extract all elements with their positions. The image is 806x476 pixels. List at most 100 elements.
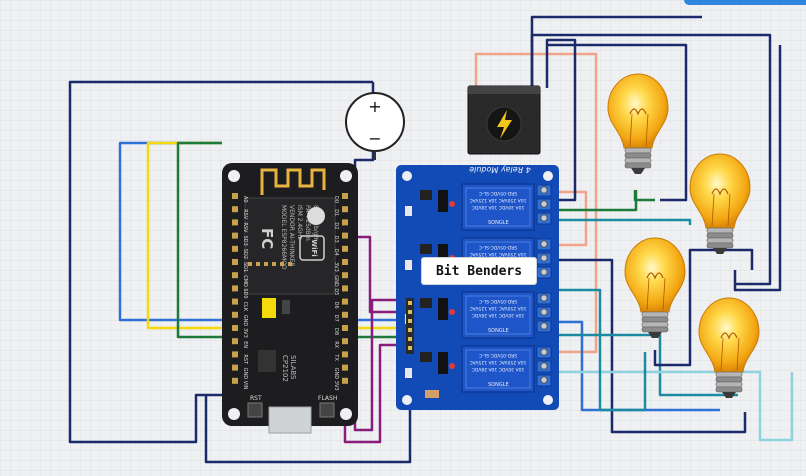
- esp8266-board[interactable]: FC MODEL ESP8266MOD VENDOR AI-THINKER IS…: [222, 163, 358, 434]
- flash-button[interactable]: [319, 402, 335, 418]
- esp-right-pin-label: GND: [333, 368, 339, 380]
- relay-spec-text: 10A 250VAC 10A 125VAC: [470, 251, 527, 257]
- light-bulb[interactable]: [689, 153, 751, 254]
- light-bulb[interactable]: [624, 237, 686, 338]
- bulb-base: [624, 157, 652, 164]
- esp-left-pin-label: SD2: [242, 249, 248, 259]
- esp-right-pin[interactable]: [342, 193, 348, 199]
- bulb-base: [641, 321, 669, 328]
- wire-navy-right-1[interactable]: [530, 33, 772, 286]
- esp-left-pin[interactable]: [232, 311, 238, 318]
- esp-model-text: MODEL ESP8266MOD: [280, 205, 287, 270]
- esp-left-pin-label: SD3: [242, 236, 248, 246]
- light-bulbs: [607, 73, 760, 398]
- smd-resistor: [405, 260, 412, 270]
- battery-minus-label: −: [368, 129, 381, 148]
- wire-teal-relay[interactable]: [555, 218, 692, 225]
- esp-left-pin[interactable]: [232, 245, 238, 252]
- bulb-base: [715, 381, 743, 388]
- power-supply[interactable]: [467, 85, 541, 155]
- esp-left-pin[interactable]: [232, 272, 238, 279]
- esp-right-pin-label: D5: [333, 288, 339, 295]
- bulb-tip: [631, 168, 645, 174]
- esp-right-pin[interactable]: [342, 219, 348, 226]
- esp-left-pin[interactable]: [232, 351, 238, 358]
- esp-right-pin[interactable]: [342, 351, 348, 358]
- usb-port[interactable]: [268, 406, 312, 434]
- wire-navy-left-loop[interactable]: [68, 80, 373, 444]
- esp-right-pin[interactable]: [342, 364, 348, 371]
- espressif-logo-icon: [307, 207, 325, 225]
- wire-purple-1[interactable]: [355, 235, 412, 314]
- battery[interactable]: + −: [345, 92, 405, 160]
- wire-green-bulb-1[interactable]: [633, 190, 655, 202]
- esp-right-pin[interactable]: [342, 232, 348, 239]
- status-led: [449, 309, 455, 315]
- esp-right-pin-label: 3V3: [333, 262, 339, 272]
- bulb-tip: [713, 248, 727, 254]
- light-bulb[interactable]: [607, 73, 669, 174]
- bulb-base: [706, 237, 734, 244]
- wire-purple-2[interactable]: [343, 343, 412, 444]
- esp-right-pin[interactable]: [342, 338, 348, 345]
- overlay-label-text: Bit Benders: [435, 263, 523, 279]
- wire-navy-bulb-2[interactable]: [733, 45, 782, 292]
- bulb-tip: [648, 332, 662, 338]
- wire-navy-bulb-3[interactable]: [653, 248, 754, 367]
- esp-right-pin-label: GND: [333, 275, 339, 287]
- rst-button[interactable]: [247, 402, 263, 418]
- esp-left-pin-label: EN: [242, 341, 248, 348]
- wire-navy-relay-2[interactable]: [555, 258, 747, 434]
- esp-module-pads: [248, 262, 292, 266]
- songle-label: SONGLE: [488, 220, 509, 226]
- esp-vendor-text: VENDOR AI-THINKER: [288, 205, 295, 267]
- wire-navy-relay-1[interactable]: [545, 38, 577, 202]
- esp-right-pin[interactable]: [342, 259, 348, 265]
- wire-teal-bulb[interactable]: [555, 288, 647, 412]
- esp-right-pin-label: D0: [333, 196, 339, 203]
- wifi-logo-text: WiFi: [310, 239, 318, 256]
- battery-plus-label: +: [368, 97, 381, 116]
- esp-right-pin[interactable]: [342, 325, 348, 331]
- cp2102-chip: [258, 350, 276, 372]
- esp-right-pin[interactable]: [342, 298, 348, 305]
- wires: [68, 15, 794, 464]
- esp-right-pin[interactable]: [342, 377, 348, 384]
- wire-lightblue-relay[interactable]: [555, 370, 794, 442]
- esp-left-pin[interactable]: [232, 219, 238, 226]
- wire-navy-right-2[interactable]: [547, 43, 688, 202]
- esp-left-pin[interactable]: [232, 338, 238, 345]
- light-bulb[interactable]: [698, 297, 760, 398]
- esp-left-pin[interactable]: [232, 298, 238, 305]
- wire-salmon-2[interactable]: [555, 190, 588, 247]
- esp-right-pin[interactable]: [342, 272, 348, 279]
- esp-left-pin[interactable]: [232, 285, 238, 292]
- esp-left-pin[interactable]: [232, 364, 238, 371]
- bulb-base: [624, 162, 652, 169]
- esp-left-pin[interactable]: [232, 259, 238, 265]
- wire-blue-relay[interactable]: [555, 320, 720, 412]
- bulb-base: [641, 316, 669, 323]
- top-panel-tab[interactable]: [684, 0, 806, 5]
- optocoupler: [420, 190, 432, 200]
- capacitor: [262, 298, 276, 318]
- esp-left-pin[interactable]: [232, 377, 238, 384]
- bulb-base: [715, 376, 743, 383]
- esp-left-pin[interactable]: [232, 232, 238, 239]
- esp-left-pin[interactable]: [232, 325, 238, 331]
- esp-right-pin[interactable]: [342, 311, 348, 318]
- esp-right-pin[interactable]: [342, 206, 348, 213]
- esp-right-pin[interactable]: [342, 285, 348, 292]
- bulb-base: [706, 232, 734, 239]
- esp-left-pin-label: SD1: [242, 262, 248, 272]
- transistor: [438, 298, 448, 320]
- bulb-base: [641, 311, 669, 318]
- relay-spec-text: SRD-05VDC-SL-C: [479, 190, 517, 196]
- esp-left-pin-header: A0RSVRSVSD3SD2SD1CMDSD0CLKGND3V3ENRSTGND…: [232, 193, 248, 390]
- esp-left-pin[interactable]: [232, 193, 238, 199]
- esp-left-pin[interactable]: [232, 206, 238, 213]
- esp-right-pin[interactable]: [342, 245, 348, 252]
- flash-label: FLASH: [318, 395, 337, 402]
